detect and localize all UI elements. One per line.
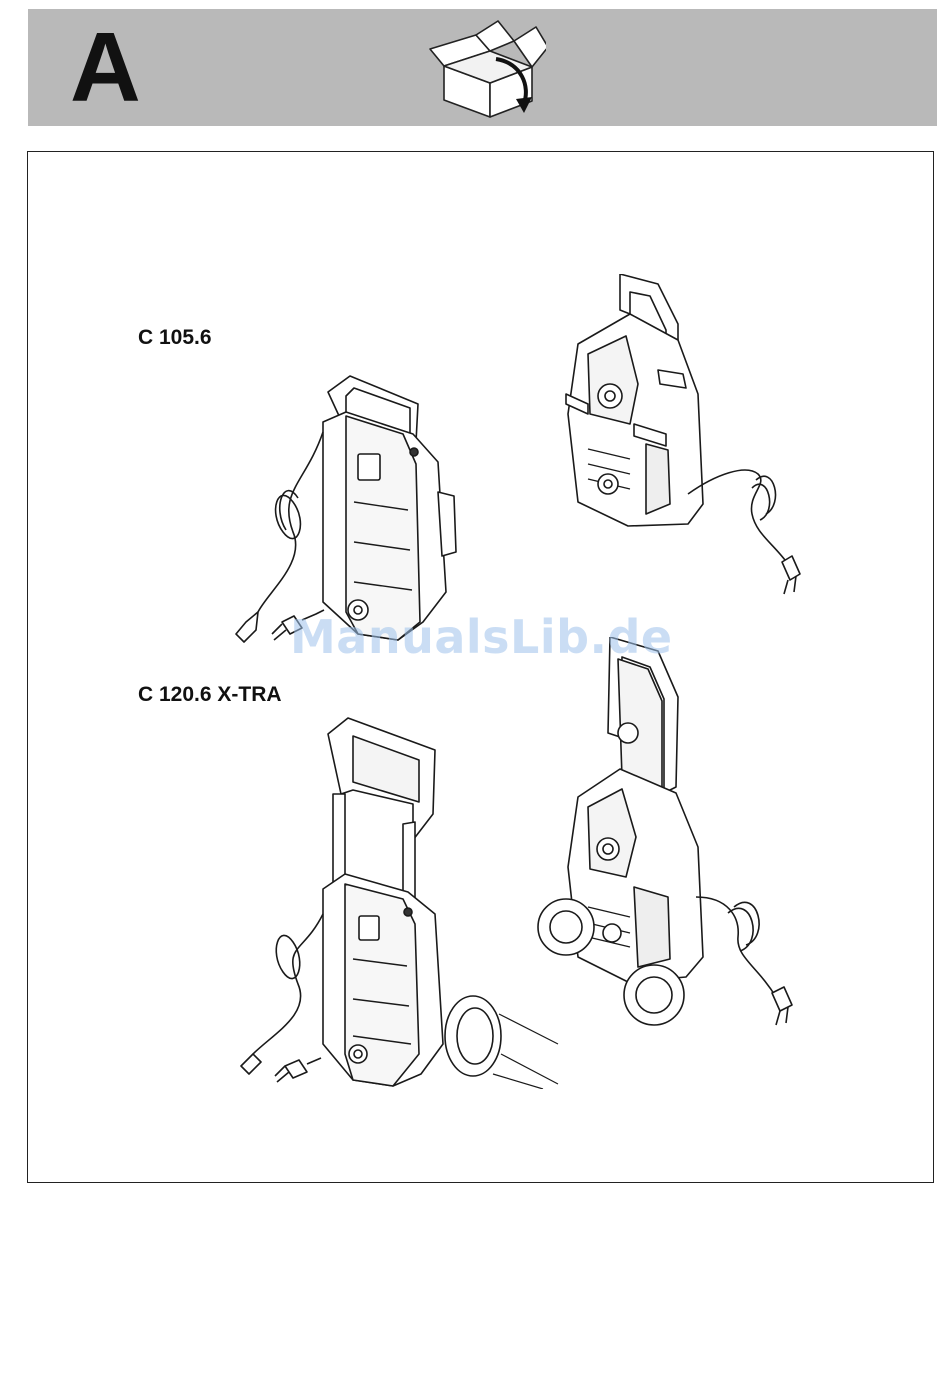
section-header: A [28, 9, 937, 126]
watermark: ManualsLib.de [290, 610, 673, 664]
model-label-c120: C 120.6 X-TRA [138, 683, 282, 707]
c120-rear-icon [508, 637, 828, 1027]
model-label-c105: C 105.6 [138, 326, 212, 350]
figure-frame: C 105.6 C 120.6 X-TRA [27, 151, 934, 1183]
c105-rear-icon [538, 274, 828, 619]
section-letter: A [70, 17, 141, 117]
open-box-unpack-icon [426, 11, 546, 123]
